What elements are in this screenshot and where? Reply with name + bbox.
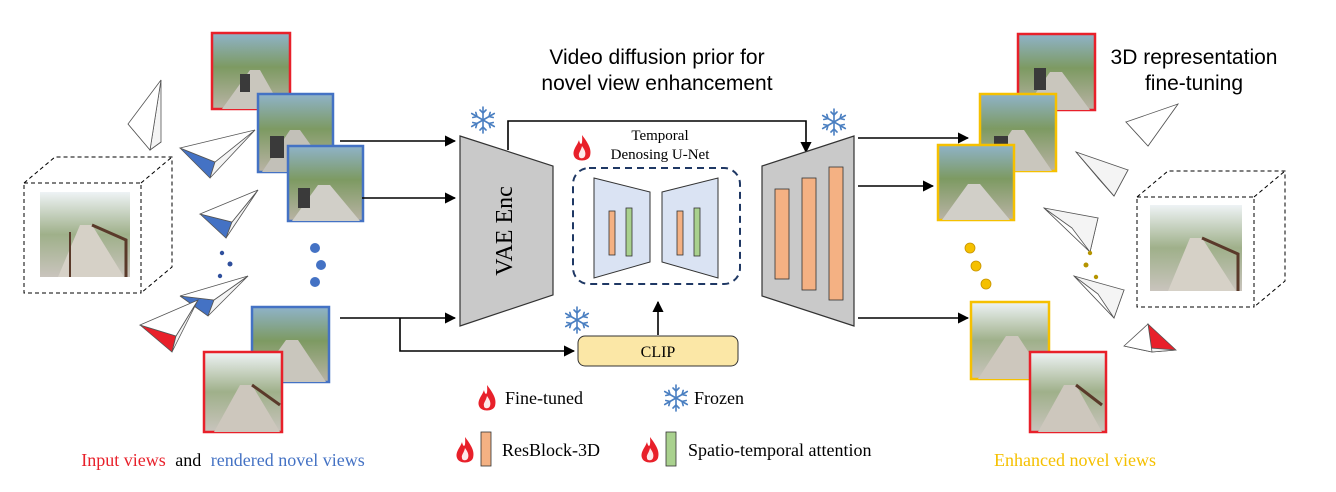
legend-attention-swatch — [665, 431, 677, 467]
unet-fine-tuned-flame-icon — [573, 135, 591, 161]
main-title-line2: novel view enhancement — [541, 72, 772, 95]
legend-resblock-flame-icon — [456, 437, 474, 463]
legend-resblock-label: ResBlock-3D — [502, 440, 600, 460]
input-camera-red-bottom — [138, 299, 199, 353]
right-caption-enhanced-novel-views: Enhanced novel views — [994, 450, 1156, 470]
unet-attention-2 — [693, 207, 701, 257]
vae-encoder-block — [459, 135, 554, 327]
encoder-frozen-snowflake-icon — [470, 106, 496, 134]
unet-resblock-2 — [676, 210, 684, 256]
unet-label-line1: Temporal — [631, 128, 688, 144]
output-scene-cube — [1136, 170, 1286, 308]
decoder-frozen-snowflake-icon — [821, 108, 847, 136]
rendered-camera-blue-1 — [178, 129, 256, 179]
arrows-from-decoder — [858, 132, 970, 324]
legend-attention-flame-icon — [641, 437, 659, 463]
output-camera-red-bottom — [1123, 322, 1177, 353]
left-image-ellipsis — [310, 243, 326, 287]
caption-input-views: Input views — [81, 450, 166, 470]
right-image-ellipsis — [964, 242, 992, 290]
enhanced-camera-yellow-2 — [1042, 207, 1099, 253]
decoder-resblock-2 — [801, 177, 817, 291]
enhanced-camera-yellow-3 — [1072, 275, 1125, 319]
skip-connection-arrow — [507, 120, 812, 154]
rendered-view-image-blue-2 — [286, 144, 365, 223]
caption-rendered-novel-views: rendered novel views — [211, 450, 365, 470]
legend-fine-tuned-flame-icon — [478, 385, 496, 411]
unet-attention-1 — [625, 207, 633, 257]
clip-frozen-snowflake-icon — [564, 306, 590, 334]
vae-decoder-block — [761, 135, 855, 327]
rendered-camera-blue-2 — [198, 189, 259, 239]
output-camera-red-top — [1125, 103, 1180, 147]
output-scene-image — [1150, 205, 1242, 291]
enhanced-view-image-yellow-2 — [936, 143, 1016, 222]
legend-attention-label: Spatio-temporal attention — [688, 440, 871, 460]
right-title-line2: fine-tuning — [1145, 72, 1243, 95]
right-title-line1: 3D representation — [1111, 46, 1278, 69]
legend-frozen-snowflake-icon — [663, 384, 689, 412]
input-camera-red-top — [127, 79, 162, 151]
input-view-image-red-bottom — [202, 350, 284, 434]
decoder-resblock-1 — [774, 188, 790, 280]
output-view-image-red-bottom — [1028, 350, 1108, 434]
legend-frozen-label: Frozen — [694, 388, 744, 408]
unet-resblock-1 — [608, 210, 616, 256]
clip-label: CLIP — [641, 344, 676, 361]
enhanced-camera-yellow-1 — [1074, 151, 1129, 197]
legend-fine-tuned-label: Fine-tuned — [505, 388, 583, 408]
input-scene-image — [40, 192, 130, 277]
main-title-line1: Video diffusion prior for — [549, 46, 764, 69]
temporal-denoising-unet — [572, 167, 741, 285]
left-camera-ellipsis — [217, 250, 233, 279]
legend-resblock-swatch — [480, 431, 492, 467]
arrows-to-encoder — [340, 135, 576, 357]
left-caption: Input views and rendered novel views — [81, 450, 364, 470]
caption-and: and — [175, 450, 201, 470]
vae-encoder-label: VAE Enc — [492, 186, 518, 276]
clip-block — [577, 335, 739, 367]
right-camera-ellipsis — [1083, 250, 1099, 280]
unet-label-line2: Denosing U-Net — [611, 147, 711, 163]
input-scene-cube — [23, 156, 173, 294]
decoder-resblock-3 — [828, 166, 844, 301]
